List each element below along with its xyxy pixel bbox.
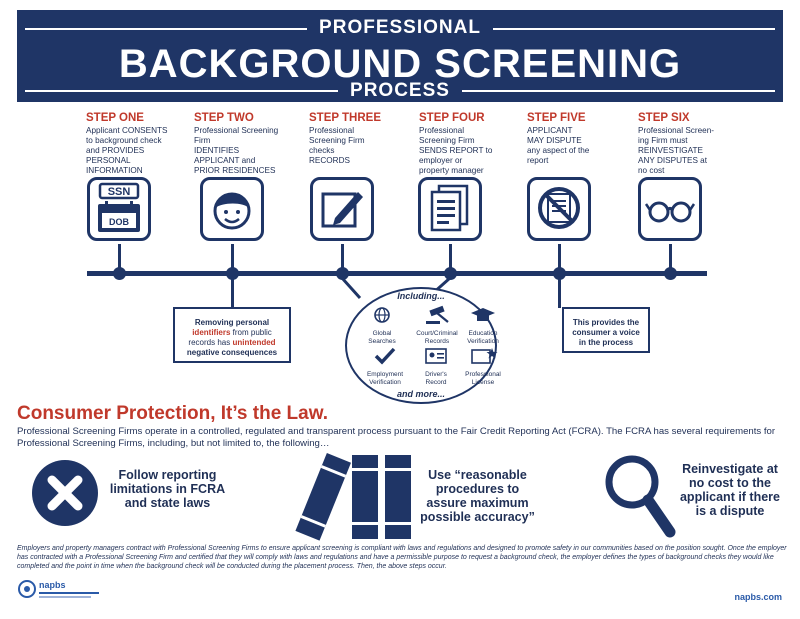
page-title: BACKGROUND SCREENING xyxy=(118,42,682,86)
no-document-icon xyxy=(527,177,591,241)
callout-connector xyxy=(558,278,561,308)
pencil-paper-icon xyxy=(310,177,374,241)
ssn-dob-icon: SSN DOB xyxy=(87,177,151,241)
and-more-text: and more... xyxy=(396,389,445,399)
header-banner: PROFESSIONAL BACKGROUND SCREENING PROCES… xyxy=(17,10,783,102)
documents-icon xyxy=(418,177,482,241)
consumer-protection-title: Consumer Protection, It’s the Law. xyxy=(17,403,329,424)
timeline-stem xyxy=(449,244,452,274)
timeline-stem xyxy=(231,244,234,274)
timeline-bar xyxy=(87,271,707,276)
including-oval xyxy=(345,287,497,404)
timeline-stem xyxy=(669,244,672,274)
item-label: Court/Criminal Records xyxy=(416,330,458,345)
magnifier-icon xyxy=(600,452,680,547)
rule-follow-limitations: Follow reporting limitations in FCRA and… xyxy=(109,468,226,510)
timeline-dot xyxy=(113,267,126,280)
item-label: Employment Verification xyxy=(366,371,404,386)
item-label: Global Searches xyxy=(368,330,396,345)
step-six: STEP SIX Professional Screen-ing Firm mu… xyxy=(638,112,738,176)
napbs-logo: napbs xyxy=(17,575,107,609)
court-records-item: Court/Criminal Records xyxy=(412,305,462,346)
global-searches-item: Global Searches xyxy=(362,305,402,346)
banner-top-text: PROFESSIONAL xyxy=(17,17,783,39)
consumer-protection-body: Professional Screening Firms operate in … xyxy=(17,426,776,449)
banner-bottom-text: PROCESS xyxy=(17,80,783,102)
step-title: STEP FOUR xyxy=(419,112,485,124)
globe-icon xyxy=(374,307,390,323)
timeline-stem xyxy=(341,244,344,274)
books-icon xyxy=(295,450,420,547)
rule-reinvestigate: Reinvestigate at no cost to the applican… xyxy=(679,462,781,518)
timeline-stem xyxy=(558,244,561,274)
item-label: Education Verification xyxy=(467,330,499,345)
ssn-label: SSN xyxy=(108,186,131,198)
id-card-icon xyxy=(425,348,447,364)
timeline-stem xyxy=(118,244,121,274)
education-item: Education Verification xyxy=(462,305,504,346)
logo-text: napbs xyxy=(39,580,66,590)
timeline-dot xyxy=(226,267,239,280)
timeline-dot xyxy=(444,267,457,280)
step-title: STEP TWO xyxy=(194,112,254,124)
x-circle-icon xyxy=(30,458,100,533)
footer-disclaimer: Employers and property managers contract… xyxy=(17,545,787,570)
dob-label: DOB xyxy=(109,217,130,227)
website-link[interactable]: napbs.com xyxy=(734,592,782,602)
glasses-icon xyxy=(638,177,702,241)
person-icon xyxy=(200,177,264,241)
drivers-record-item: Driver's Record xyxy=(414,346,458,387)
professional-license-item: Professional License xyxy=(460,346,506,387)
step-title: STEP FIVE xyxy=(527,112,586,124)
timeline-dot xyxy=(336,267,349,280)
napbs-logo-icon xyxy=(18,580,36,598)
step-title: STEP SIX xyxy=(638,112,690,124)
license-certificate-icon xyxy=(471,348,498,364)
graduation-cap-icon xyxy=(471,308,495,321)
including-heading: Including... xyxy=(397,291,445,301)
callout-connector xyxy=(231,278,234,308)
step-title: STEP ONE xyxy=(86,112,144,124)
step-title: STEP THREE xyxy=(309,112,381,124)
identifiers-callout: Removing personal identifiers from publi… xyxy=(173,307,291,363)
employment-item: Employment Verification xyxy=(362,346,408,387)
timeline-dot xyxy=(664,267,677,280)
item-label: Driver's Record xyxy=(425,371,447,386)
logo-rule xyxy=(39,592,99,594)
consumer-voice-callout: This provides the consumer a voice in th… xyxy=(562,307,650,353)
gavel-icon xyxy=(426,305,449,324)
item-label: Professional License xyxy=(465,371,501,386)
timeline-dot xyxy=(553,267,566,280)
checkmark-icon xyxy=(374,347,396,365)
logo-rule xyxy=(39,596,91,598)
rule-reasonable-procedures: Use “reasonable procedures to assure max… xyxy=(420,468,535,524)
